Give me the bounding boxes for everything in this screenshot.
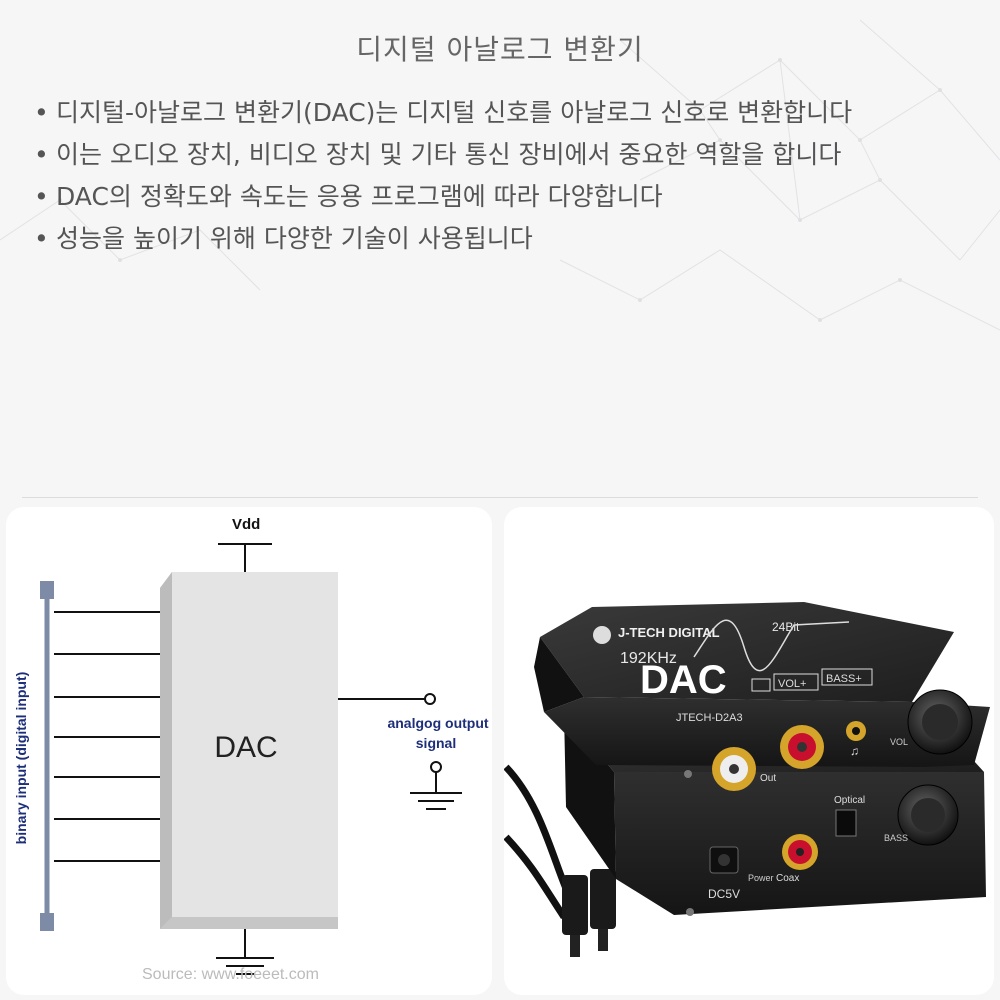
bullet-list: •디지털-아날로그 변환기(DAC)는 디지털 신호를 아날로그 신호로 변환합… — [34, 92, 852, 260]
vol-knob-label: VOL — [890, 737, 908, 747]
bullet-item: •이는 오디오 장치, 비디오 장치 및 기타 통신 장비에서 중요한 역할을 … — [34, 134, 852, 176]
dac-block — [172, 572, 338, 917]
brand-label: J-TECH DIGITAL — [618, 625, 720, 640]
output-label-line2: signal — [416, 735, 456, 751]
brand-logo-icon — [593, 626, 611, 644]
dac-product-panel: Optical Coax DC5V Power BASS J-TECH DIGI… — [504, 507, 994, 995]
rca-left-pin — [729, 764, 739, 774]
headphone-jack-hole — [852, 727, 860, 735]
bullet-item: •DAC의 정확도와 속도는 응용 프로그램에 따라 다양합니다 — [34, 176, 852, 218]
input-bus-top-cap — [40, 581, 54, 599]
bullet-marker: • — [34, 182, 49, 211]
optical-tip-1 — [570, 935, 580, 957]
section-divider — [22, 497, 978, 498]
bullet-marker: • — [34, 224, 49, 253]
mode-badge — [751, 678, 771, 692]
bass-knob-label: BASS — [884, 833, 908, 843]
input-lines — [54, 611, 160, 862]
sample-rate-label: 192KHz — [620, 650, 677, 667]
dac-diagram: Vdd DAC binary input (digital input) ana… — [13, 516, 489, 975]
model-label: JTECH-D2A3 — [676, 712, 743, 724]
bullet-text: 디지털-아날로그 변환기(DAC)는 디지털 신호를 아날로그 신호로 변환합니… — [56, 98, 853, 127]
optical-plug-1 — [562, 875, 588, 935]
waveform-decoration — [693, 619, 850, 672]
dc-label: DC5V — [708, 887, 740, 901]
dac-block-bottom — [160, 917, 338, 929]
diagram-source: Source: www.foeeet.com — [142, 966, 319, 983]
screw-icon — [684, 770, 692, 778]
bottom-unit-side — [564, 712, 616, 879]
coax-label: Coax — [776, 873, 799, 884]
vdd-label: Vdd — [232, 516, 260, 533]
vol-badge-box — [773, 673, 819, 691]
dc-jack-hole — [718, 854, 730, 866]
headphone-icon: ♫ — [850, 744, 859, 758]
coax-rca-pin — [796, 848, 804, 856]
output-ground-symbol — [410, 792, 462, 810]
top-unit-front — [544, 697, 990, 767]
top-unit-top — [540, 602, 954, 702]
bullet-text: 성능을 높이기 위해 다양한 기술이 사용됩니다 — [56, 224, 533, 253]
product-name-label: DAC — [640, 658, 727, 702]
dac-diagram-panel: Vdd DAC binary input (digital input) ana… — [6, 507, 492, 995]
bottom-ground-symbol — [216, 957, 274, 975]
bullet-item: •성능을 높이기 위해 다양한 기술이 사용됩니다 — [34, 218, 852, 260]
vol-badge: VOL+ — [778, 678, 806, 690]
dac-block-label: DAC — [214, 731, 277, 764]
dac-block-side — [160, 572, 172, 929]
bullet-marker: • — [34, 140, 49, 169]
output-label-line1: analgog output — [387, 715, 488, 731]
output-ground-terminal — [430, 761, 442, 773]
optical-tip-2 — [598, 929, 608, 951]
input-bus-bottom-cap — [40, 913, 54, 931]
top-unit-side — [534, 637, 584, 712]
bass-badge-box — [821, 668, 873, 686]
bullet-marker: • — [34, 98, 49, 127]
bullet-item: •디지털-아날로그 변환기(DAC)는 디지털 신호를 아날로그 신호로 변환합… — [34, 92, 852, 134]
screw-icon — [686, 908, 694, 916]
slide-title: 디지털 아날로그 변환기 — [356, 33, 644, 66]
volume-knob-cap — [922, 704, 958, 740]
rca-right-pin — [797, 742, 807, 752]
optical-port-label: Optical — [834, 795, 865, 806]
optical-port — [835, 809, 857, 837]
bullet-text: 이는 오디오 장치, 비디오 장치 및 기타 통신 장비에서 중요한 역할을 합… — [56, 140, 842, 169]
bit-depth-label: 24Bit — [772, 620, 800, 634]
optical-plug-2 — [590, 869, 616, 929]
input-label: binary input (digital input) — [13, 672, 29, 845]
output-terminal — [424, 693, 436, 705]
bullet-text: DAC의 정확도와 속도는 응용 프로그램에 따라 다양합니다 — [56, 182, 663, 211]
background-network-pattern — [0, 19, 1000, 331]
bass-badge: BASS+ — [826, 673, 862, 685]
out-label: Out — [760, 773, 776, 784]
power-label: Power — [748, 873, 774, 883]
dac-product-illustration: Optical Coax DC5V Power BASS J-TECH DIGI… — [504, 602, 990, 957]
bass-knob-cap — [911, 798, 945, 832]
